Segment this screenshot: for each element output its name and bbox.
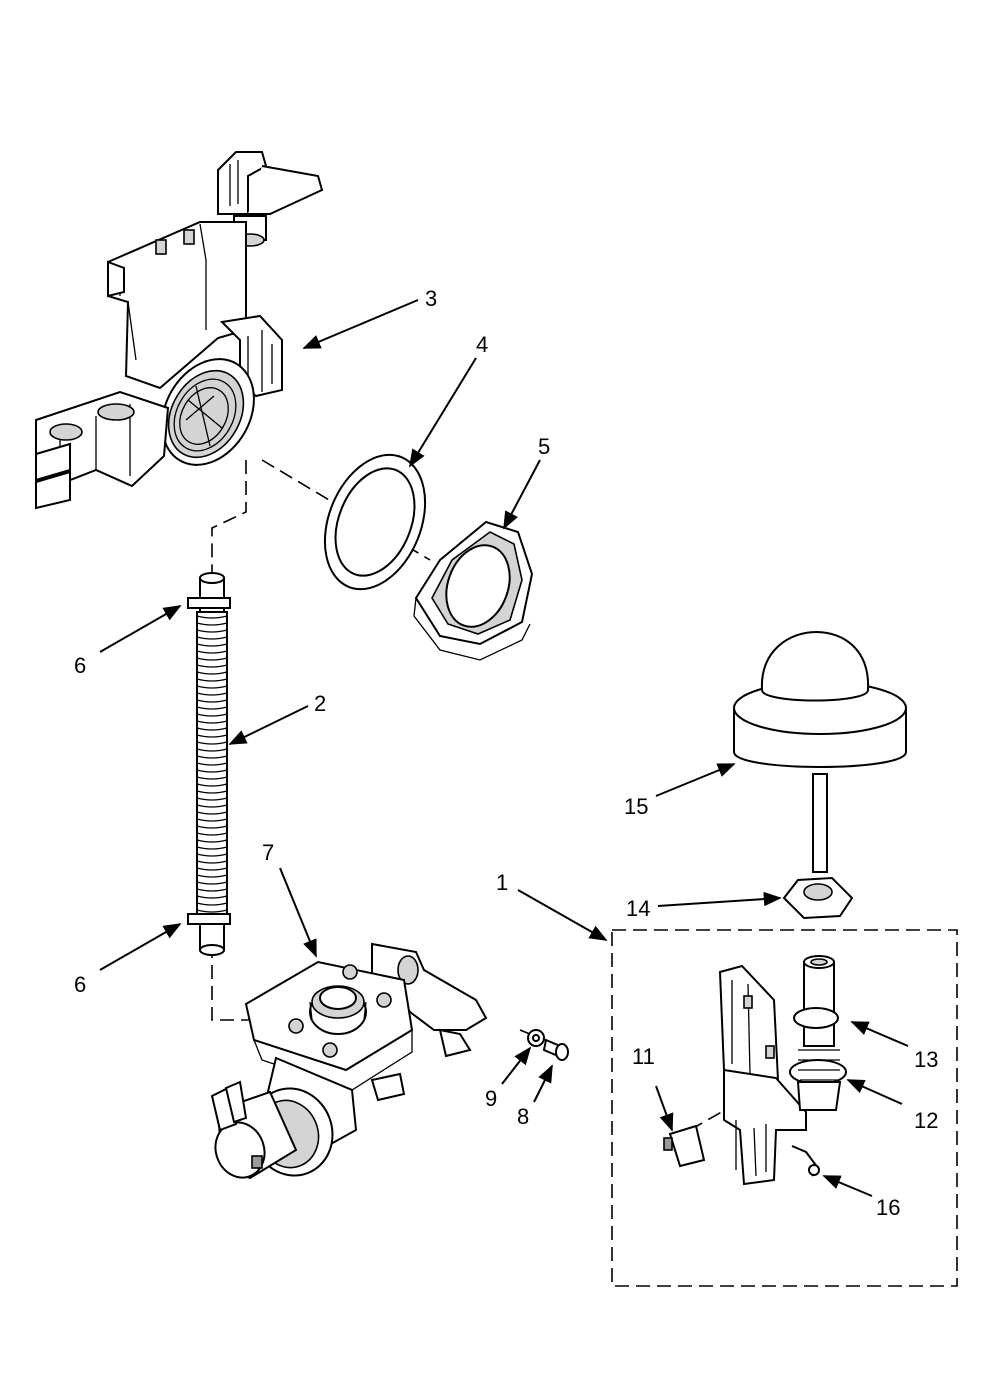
hose-rib [196, 643, 228, 647]
hose-rib [196, 832, 228, 836]
hose-rib [196, 664, 228, 668]
part-7-water-valve [210, 942, 488, 1180]
hose-rib [196, 769, 228, 773]
hose-rib [196, 699, 228, 703]
hose-rib [196, 895, 228, 899]
hose-rib [196, 762, 228, 766]
callout-12: 12 [914, 1108, 938, 1133]
hose-rib [196, 811, 228, 815]
hose-rib [196, 776, 228, 780]
hose-rib [196, 650, 228, 654]
part-9-washer [527, 1029, 545, 1047]
part-3-housing [35, 151, 324, 510]
callout-15: 15 [624, 794, 648, 819]
callout-labels: 3 4 5 6 2 6 7 9 8 1 11 12 13 14 15 16 [74, 286, 938, 1220]
hose-rib [196, 755, 228, 759]
hose-rib [196, 909, 228, 913]
hose-rib [196, 741, 228, 745]
hose-rib [196, 902, 228, 906]
hose-rib [196, 636, 228, 640]
part-4-gasket [323, 453, 427, 591]
hose-rib [196, 860, 228, 864]
callout-9: 9 [485, 1086, 497, 1111]
hose-rib [196, 804, 228, 808]
callout-13: 13 [914, 1047, 938, 1072]
hose-rib [196, 622, 228, 626]
callout-8: 8 [517, 1104, 529, 1129]
hose-rib [196, 706, 228, 710]
callout-5: 5 [538, 434, 550, 459]
hose-rib [196, 874, 228, 878]
hose-rib [196, 839, 228, 843]
part-1-switch-assembly [663, 955, 847, 1186]
hose-rib [196, 888, 228, 892]
hose-rib [196, 727, 228, 731]
hose-rib [196, 748, 228, 752]
hose-rib [196, 615, 228, 619]
callout-7: 7 [262, 840, 274, 865]
part-8-screw [542, 1038, 569, 1061]
hose-rib [196, 657, 228, 661]
hose-rib [196, 678, 228, 682]
hose-rib [196, 783, 228, 787]
callout-arrows [99, 299, 909, 1197]
callout-6-upper: 6 [74, 653, 86, 678]
hose-rib [196, 881, 228, 885]
part-1-assembly-box [611, 929, 958, 1287]
hose-rib [196, 720, 228, 724]
hose-rib [196, 685, 228, 689]
hose-rib [196, 629, 228, 633]
callout-1: 1 [496, 870, 508, 895]
hose-rib [196, 818, 228, 822]
callout-4: 4 [476, 332, 488, 357]
callout-11: 11 [632, 1044, 655, 1069]
hose-rib [196, 797, 228, 801]
hose-rib [196, 846, 228, 850]
callout-2: 2 [314, 691, 326, 716]
hose-rib [196, 734, 228, 738]
part-15-float [733, 630, 907, 873]
part-14-nut [782, 876, 854, 920]
callout-6-lower: 6 [74, 972, 86, 997]
hose-rib [196, 825, 228, 829]
callout-3: 3 [425, 286, 437, 311]
part-5-nut [413, 520, 534, 661]
hose-rib [196, 671, 228, 675]
hose-rib [196, 853, 228, 857]
callout-14: 14 [626, 896, 650, 921]
callout-16: 16 [876, 1195, 900, 1220]
hose-rib [196, 692, 228, 696]
hose-rib [196, 713, 228, 717]
hose-rib [196, 867, 228, 871]
part-2-hose [187, 572, 231, 956]
hose-rib [196, 790, 228, 794]
